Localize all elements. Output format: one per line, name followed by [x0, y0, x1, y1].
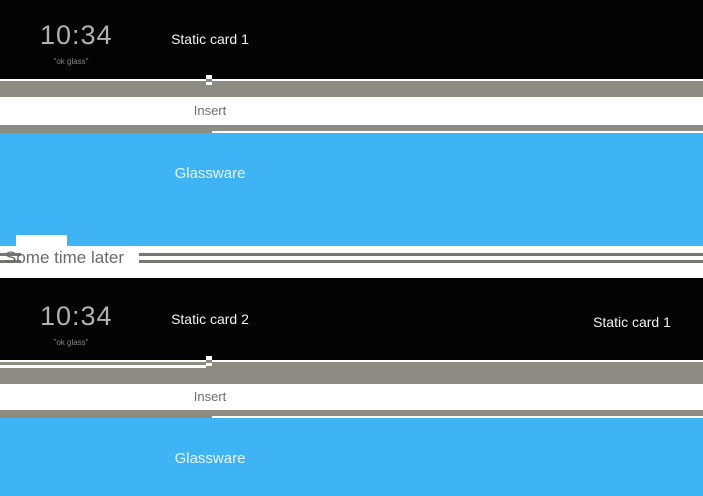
- static-card-2-label: Static card 2: [171, 311, 249, 327]
- card-bottom-notch: [16, 235, 67, 246]
- insert-seam-connector: [206, 79, 212, 82]
- insert-band: Insert: [0, 97, 703, 125]
- divider-rule: [0, 253, 703, 256]
- insert-label: Insert: [193, 389, 227, 404]
- insert-label: Insert: [193, 103, 227, 118]
- glassware-label: Glassware: [174, 450, 246, 467]
- home-card-hotword: "ok glass": [53, 338, 89, 347]
- divider-label-box: [21, 247, 139, 271]
- divider-label: Some time later: [5, 248, 125, 267]
- timeline-edge-gap-left: [0, 365, 206, 368]
- static-card-1-label: Static card 1: [593, 314, 671, 330]
- insert-seam-connector: [206, 360, 212, 363]
- timeline-step-gap: [212, 131, 703, 133]
- timeline-strip-1: 10:34 "ok glass" Static card 1: [0, 0, 703, 79]
- timeline-edge-bar: [0, 125, 703, 133]
- timeline-edge-bar: [0, 410, 703, 418]
- glassware-card: Glassware: [0, 418, 703, 496]
- insert-band: Insert: [0, 384, 703, 410]
- insert-seam-gap: [206, 82, 212, 85]
- static-card-1-label: Static card 1: [171, 31, 249, 47]
- home-card-hotword: "ok glass": [53, 57, 89, 66]
- glassware-card: Glassware: [0, 133, 703, 246]
- timeline-edge-bar: [0, 81, 703, 97]
- home-card-clock: 10:34: [40, 301, 113, 331]
- home-card-clock: 10:34: [40, 20, 113, 50]
- timeline-strip-2: 10:34 "ok glass" Static card 2 Static ca…: [0, 278, 703, 360]
- glassware-label: Glassware: [174, 165, 246, 182]
- insert-seam-gap: [206, 363, 212, 366]
- insert-seam-notch: [206, 75, 212, 79]
- timeline-step-gap: [212, 416, 703, 418]
- divider-rule: [0, 260, 703, 263]
- insert-seam-notch: [206, 356, 212, 360]
